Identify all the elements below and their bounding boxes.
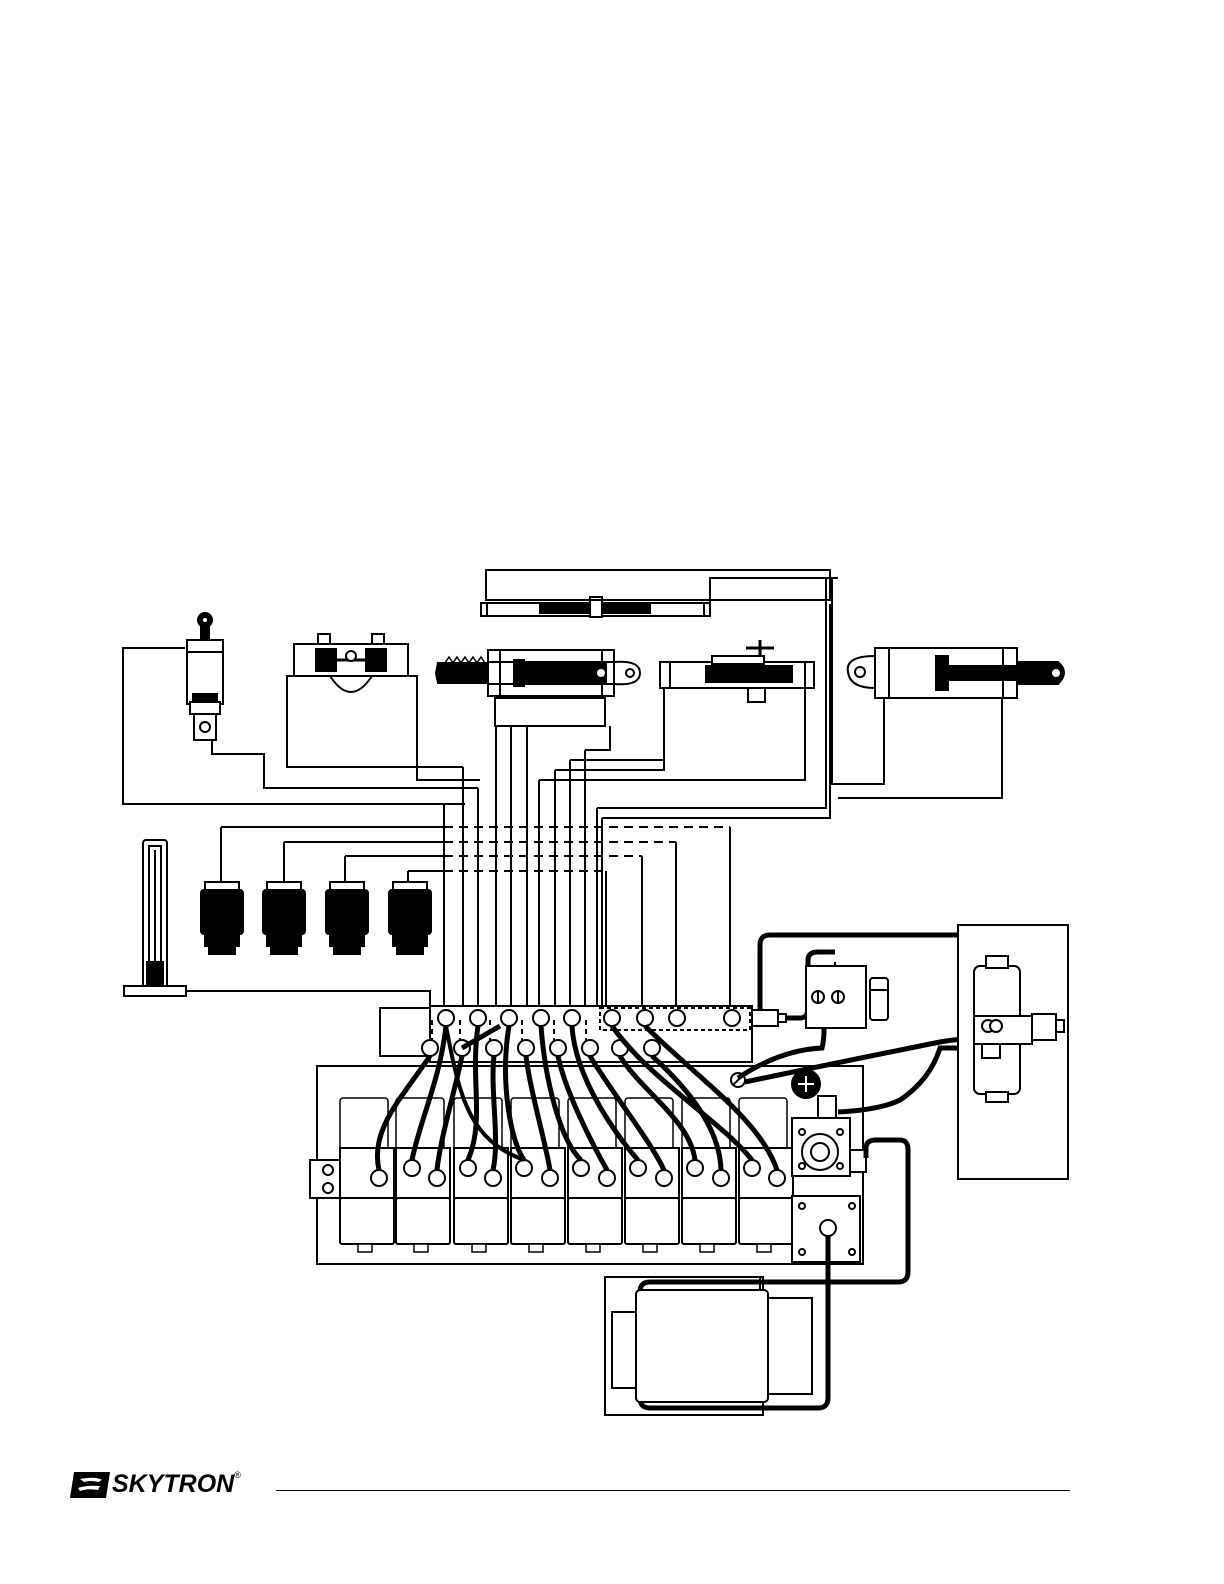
solenoid-valve-bank bbox=[310, 1066, 866, 1264]
clevis-cylinder bbox=[832, 578, 1064, 798]
adjuster-cylinder bbox=[660, 640, 814, 702]
top-rail-slide bbox=[481, 570, 838, 617]
footer-rule bbox=[276, 1490, 1070, 1491]
accumulator-tank bbox=[958, 925, 1068, 1179]
brand-name: SKYTRON® bbox=[112, 1470, 241, 1499]
canister-row bbox=[201, 827, 431, 954]
hinge-cylinder bbox=[287, 634, 480, 780]
manifold-supply-lines bbox=[444, 578, 830, 1014]
rack-gear-cylinder bbox=[436, 650, 640, 726]
page-footer: SKYTRON® bbox=[68, 1468, 1078, 1508]
vertical-cylinder bbox=[123, 613, 478, 804]
relief-valve bbox=[806, 962, 888, 1028]
skytron-logo-icon bbox=[68, 1470, 112, 1500]
pump-motor bbox=[605, 1277, 812, 1415]
